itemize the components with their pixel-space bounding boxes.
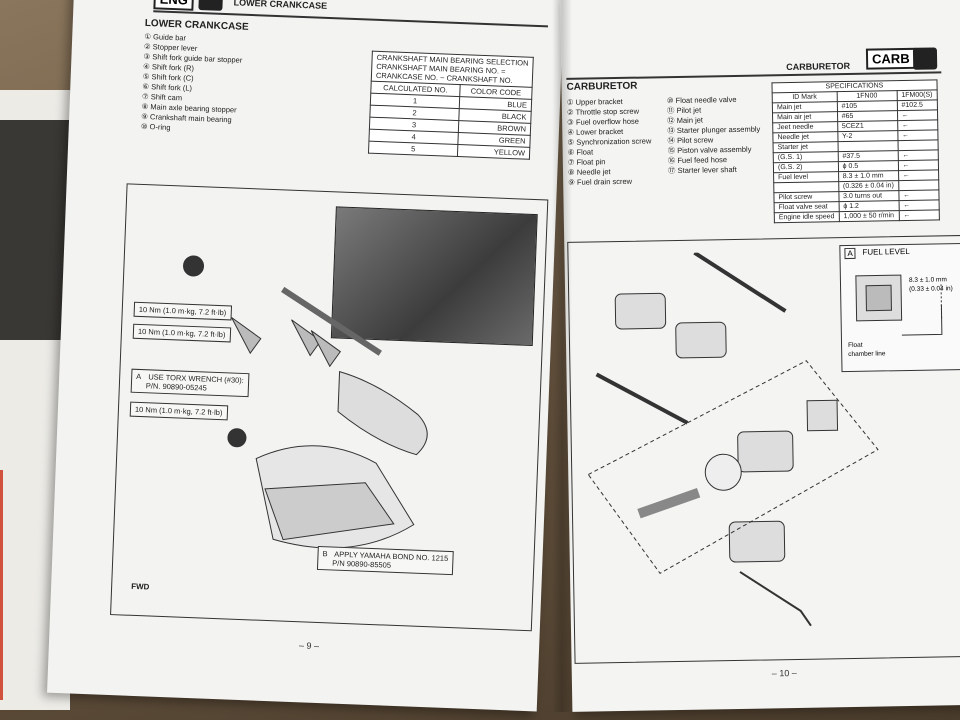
- table-cell: ←: [898, 199, 939, 211]
- column-header: 1FM00(S): [896, 89, 938, 101]
- parts-list: ① Guide bar ② Stopper lever ③ Shift fork…: [141, 32, 244, 136]
- note-line: P/N. 90890-05245: [145, 381, 207, 393]
- table-cell: Engine idle speed: [774, 211, 840, 223]
- page-header-title: CARBURETOR: [786, 60, 851, 73]
- list-item: ⑤ Synchronization screw: [567, 136, 652, 147]
- table-cell: [897, 139, 938, 151]
- carburetor-exploded-drawing: [587, 251, 879, 627]
- section-tag-eng: ENG: [153, 0, 195, 11]
- parts-list-col1: ① Upper bracket ② Throttle stop screw ③ …: [567, 96, 652, 187]
- note-letter-b: B: [322, 549, 328, 559]
- table-cell: ←: [898, 189, 939, 201]
- fwd-label: FWD: [131, 582, 150, 592]
- section-tag-carb: CARB: [865, 47, 916, 70]
- list-item: ⑬ Starter plunger assembly: [667, 124, 761, 136]
- table-cell: ←: [898, 209, 940, 221]
- fuel-level-panel: A FUEL LEVEL 8.3 ± 1.0 mm (0.33 ± 0.04 i…: [839, 242, 960, 373]
- background-red-drawing: [0, 470, 63, 700]
- section-title: CARBURETOR: [566, 80, 638, 93]
- table-cell: ←: [897, 109, 938, 121]
- list-item: ⑰ Starter lever shaft: [667, 164, 737, 176]
- bearing-selection-table: CRANKSHAFT MAIN BEARING SELECTION CRANKS…: [367, 50, 534, 160]
- section-title: LOWER CRANKCASE: [144, 17, 249, 33]
- left-page: ENG LOWER CRANKCASE LOWER CRANKCASE ① Gu…: [47, 0, 564, 712]
- table-cell: #102.5: [896, 99, 938, 111]
- carburetor-icon: [912, 47, 938, 70]
- crankcase-exploded-drawing: FWD: [131, 255, 428, 592]
- page-number: – 9 –: [298, 640, 320, 652]
- specifications-table: SPECIFICATIONS ID Mark 1FN00 1FM00(S) Ma…: [771, 79, 940, 224]
- table-cell: ←: [897, 129, 938, 141]
- page-number: – 10 –: [771, 667, 797, 679]
- note-letter-a: A: [136, 371, 142, 382]
- float-chamber-drawing: [855, 274, 943, 336]
- table-cell: YELLOW: [457, 144, 530, 160]
- parts-list-col2: ⑩ Float needle valve ⑪ Pilot jet ⑫ Main …: [667, 95, 761, 177]
- header-rule: [566, 71, 942, 80]
- manual-spread: ENG LOWER CRANKCASE LOWER CRANKCASE ① Gu…: [47, 0, 960, 720]
- page-header-title: LOWER CRANKCASE: [233, 0, 328, 11]
- table-cell: 5: [368, 141, 458, 157]
- page-gutter: [552, 0, 572, 712]
- table-cell: ←: [897, 119, 938, 131]
- right-page: CARBURETOR CARB CARBURETOR ① Upper brack…: [560, 0, 960, 712]
- note-line: P/N 90890-85505: [332, 558, 392, 570]
- background-binder: [0, 120, 70, 340]
- list-item: ⑨ Fuel drain screw: [568, 176, 633, 187]
- table-cell: 1,000 ± 50 r/min: [838, 210, 899, 222]
- engine-icon: [198, 0, 224, 11]
- torx-wrench-note: A USE TORX WRENCH (#30): P/N. 90890-0524…: [130, 368, 250, 398]
